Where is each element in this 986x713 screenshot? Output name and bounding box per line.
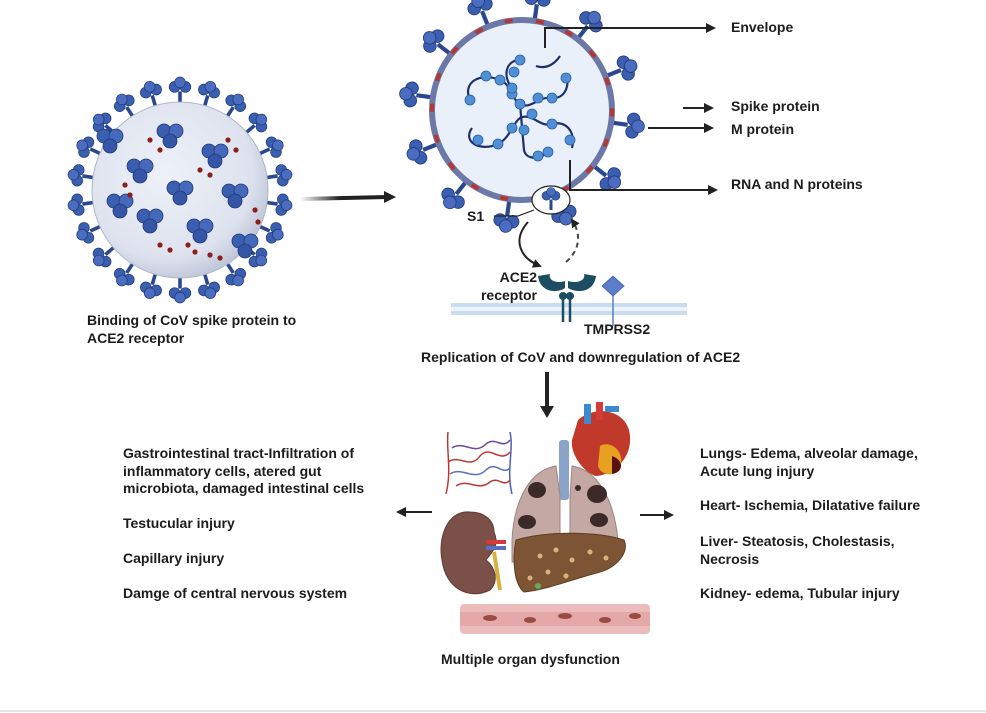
spike-protein-icon xyxy=(491,198,523,235)
rna-pointer-line xyxy=(569,160,718,195)
tmprss2-illustration xyxy=(601,275,625,326)
effect-kidney: Kidney- edema, Tubular injury xyxy=(700,585,900,601)
virion-cross-section xyxy=(397,0,647,235)
organs-illustration xyxy=(440,402,650,634)
effect-liver: Liver- Steatosis, Cholestasis, Necrosis xyxy=(700,533,895,567)
effect-lungs: Lungs- Edema, alveolar damage, Acute lun… xyxy=(700,445,918,479)
spike-protein-icon xyxy=(610,109,647,141)
capillary-icon xyxy=(445,431,513,495)
spike-protein-label: Spike protein xyxy=(731,98,820,114)
intestine-icon xyxy=(460,604,650,634)
spike-protein-icon xyxy=(168,275,192,304)
binding-arrow xyxy=(518,221,542,268)
coronavirus-particle-illustration xyxy=(66,76,294,304)
bottom-divider xyxy=(0,710,986,712)
effect-cns: Damge of central nervous system xyxy=(123,585,348,601)
binding-caption: Binding of CoV spike protein to ACE2 rec… xyxy=(87,312,297,346)
spike-protein-icon xyxy=(397,79,434,111)
ace2-receptor-illustration xyxy=(538,274,596,322)
binding-to-replication-arrow xyxy=(299,195,389,201)
kidney-icon xyxy=(440,511,506,595)
effect-capillary: Capillary injury xyxy=(123,550,225,566)
tmprss2-label: TMPRSS2 xyxy=(584,321,651,337)
envelope-pointer-line xyxy=(544,23,716,48)
effect-gastrointestinal: Gastrointestinal tract-Infiltration of i… xyxy=(123,445,365,496)
spike-protein-icon xyxy=(168,76,192,105)
s1-spike-highlight xyxy=(494,185,571,217)
m-protein-label: M protein xyxy=(731,121,794,137)
heart-icon xyxy=(571,402,631,476)
envelope-label: Envelope xyxy=(731,19,794,35)
rna-n-proteins-label: RNA and N proteins xyxy=(731,176,863,192)
s1-label: S1 xyxy=(467,208,485,224)
effect-heart: Heart- Ischemia, Dilatative failure xyxy=(700,497,921,513)
ace2-receptor-label: ACE2 receptor xyxy=(480,269,537,303)
release-arrow xyxy=(565,218,580,263)
organ-caption: Multiple organ dysfunction xyxy=(441,651,620,667)
effect-testicular: Testucular injury xyxy=(123,515,235,531)
replication-caption: Replication of CoV and downregulation of… xyxy=(421,349,741,365)
liver-icon xyxy=(513,532,626,593)
